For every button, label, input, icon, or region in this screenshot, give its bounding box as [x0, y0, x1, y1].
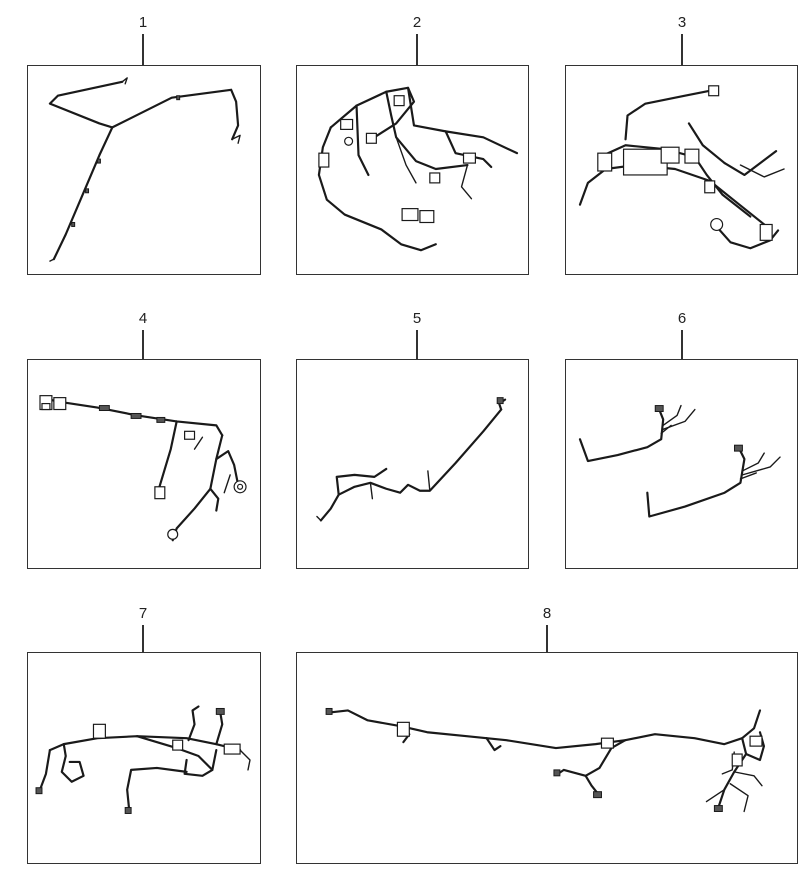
- part-panel-6[interactable]: [565, 359, 798, 569]
- callout-leader-4: [142, 330, 144, 360]
- callout-leader-7: [142, 625, 144, 653]
- part-panel-3[interactable]: [565, 65, 798, 275]
- callout-number-8: 8: [542, 605, 552, 622]
- callout-number-7: 7: [138, 605, 148, 622]
- callout-number-3: 3: [677, 14, 687, 31]
- callout-leader-3: [681, 34, 683, 66]
- part-panel-1[interactable]: [27, 65, 261, 275]
- callout-leader-8: [546, 625, 548, 653]
- wiring-harness-8-drawing: [325, 707, 766, 813]
- wiring-harness-1-drawing: [48, 77, 241, 262]
- part-panel-5[interactable]: [296, 359, 529, 569]
- part-panel-2[interactable]: [296, 65, 529, 275]
- wiring-harness-3-drawing: [578, 85, 785, 250]
- callout-number-5: 5: [412, 310, 422, 327]
- callout-leader-2: [416, 34, 418, 66]
- callout-leader-1: [142, 34, 144, 66]
- callout-leader-6: [681, 330, 683, 360]
- part-panel-8[interactable]: [296, 652, 798, 864]
- wiring-harness-5-drawing: [316, 397, 507, 522]
- part-panel-7[interactable]: [27, 652, 261, 864]
- wiring-harness-7-drawing: [35, 705, 251, 814]
- callout-number-4: 4: [138, 310, 148, 327]
- wiring-harness-2-drawing: [317, 86, 519, 252]
- wiring-harness-6-drawing: [578, 404, 781, 518]
- wiring-harness-4-drawing: [39, 395, 247, 542]
- callout-number-6: 6: [677, 310, 687, 327]
- part-panel-4[interactable]: [27, 359, 261, 569]
- callout-number-2: 2: [412, 14, 422, 31]
- callout-leader-5: [416, 330, 418, 360]
- callout-number-1: 1: [138, 14, 148, 31]
